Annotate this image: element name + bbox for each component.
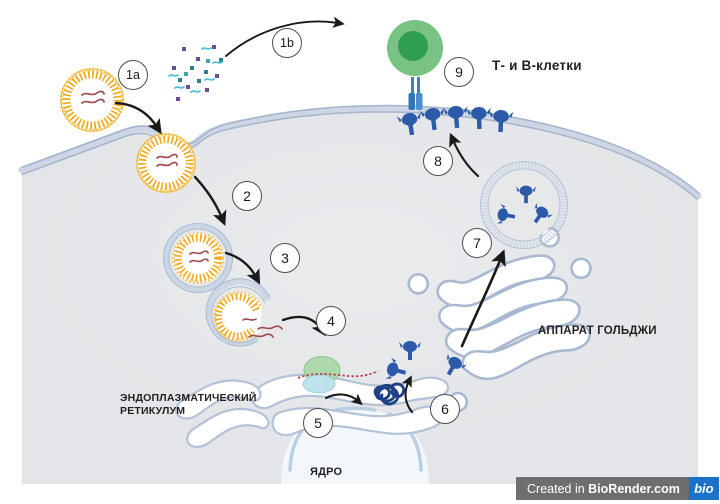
golgi-apparatus bbox=[407, 227, 592, 413]
label-endoplasmic-reticulum: ЭНДОПЛАЗМАТИЧЕСКИЙ РЕТИКУЛУМ bbox=[120, 392, 290, 418]
process-arrows bbox=[114, 16, 506, 414]
nascent-protein bbox=[373, 382, 406, 406]
arrow-3 bbox=[224, 251, 261, 285]
label-er-line1: ЭНДОПЛАЗМАТИЧЕСКИЙ bbox=[120, 392, 257, 404]
arrow-8 bbox=[449, 132, 480, 178]
step-badge-3[interactable]: 3 bbox=[270, 243, 300, 273]
badge-text: Created in BioRender.com bbox=[516, 482, 689, 496]
arrow-5 bbox=[324, 393, 363, 406]
badge-brand: BioRender.com bbox=[588, 481, 680, 496]
step-badge-5[interactable]: 5 bbox=[303, 408, 333, 438]
step-badge-1b[interactable]: 1b bbox=[272, 28, 302, 58]
arrow-6 bbox=[401, 375, 414, 414]
biorender-attribution-badge[interactable]: Created in BioRender.com bio bbox=[516, 477, 719, 500]
arrow-1a bbox=[114, 101, 162, 135]
arrow-1b bbox=[225, 16, 345, 57]
lipid-nanoparticle-extracellular bbox=[59, 67, 125, 133]
lipid-nanoparticle-engulfed bbox=[135, 132, 197, 194]
endosome-releasing-mrna bbox=[205, 278, 283, 347]
t-cell-receptor bbox=[408, 77, 423, 110]
immune-cell bbox=[387, 20, 443, 110]
arrow-7 bbox=[460, 249, 506, 348]
step-badge-9[interactable]: 9 bbox=[444, 57, 474, 87]
arrow-2 bbox=[193, 175, 227, 226]
ribosome-translating-mrna bbox=[297, 356, 379, 394]
step-badge-6[interactable]: 6 bbox=[430, 394, 460, 424]
badge-prefix: Created in bbox=[527, 481, 589, 496]
label-nucleus: ЯДРО bbox=[310, 466, 343, 478]
step-badge-1a[interactable]: 1a bbox=[118, 60, 148, 90]
spike-proteins-cytosolic bbox=[385, 341, 468, 379]
transport-vesicle-with-spikes bbox=[480, 161, 568, 249]
step-badge-7[interactable]: 7 bbox=[462, 228, 492, 258]
label-er-line2: РЕТИКУЛУМ bbox=[120, 405, 186, 417]
label-t-and-b-cells: Т- и В-клетки bbox=[492, 58, 582, 73]
biorender-logo-icon: bio bbox=[688, 477, 719, 500]
label-golgi-apparatus: АППАРАТ ГОЛЬДЖИ bbox=[538, 325, 657, 337]
step-badge-4[interactable]: 4 bbox=[316, 306, 346, 336]
antigen-particle-cloud bbox=[168, 45, 223, 101]
step-badge-2[interactable]: 2 bbox=[232, 181, 262, 211]
spike-proteins-surface bbox=[396, 106, 514, 136]
endosome-early bbox=[162, 222, 234, 294]
step-badge-8[interactable]: 8 bbox=[423, 146, 453, 176]
